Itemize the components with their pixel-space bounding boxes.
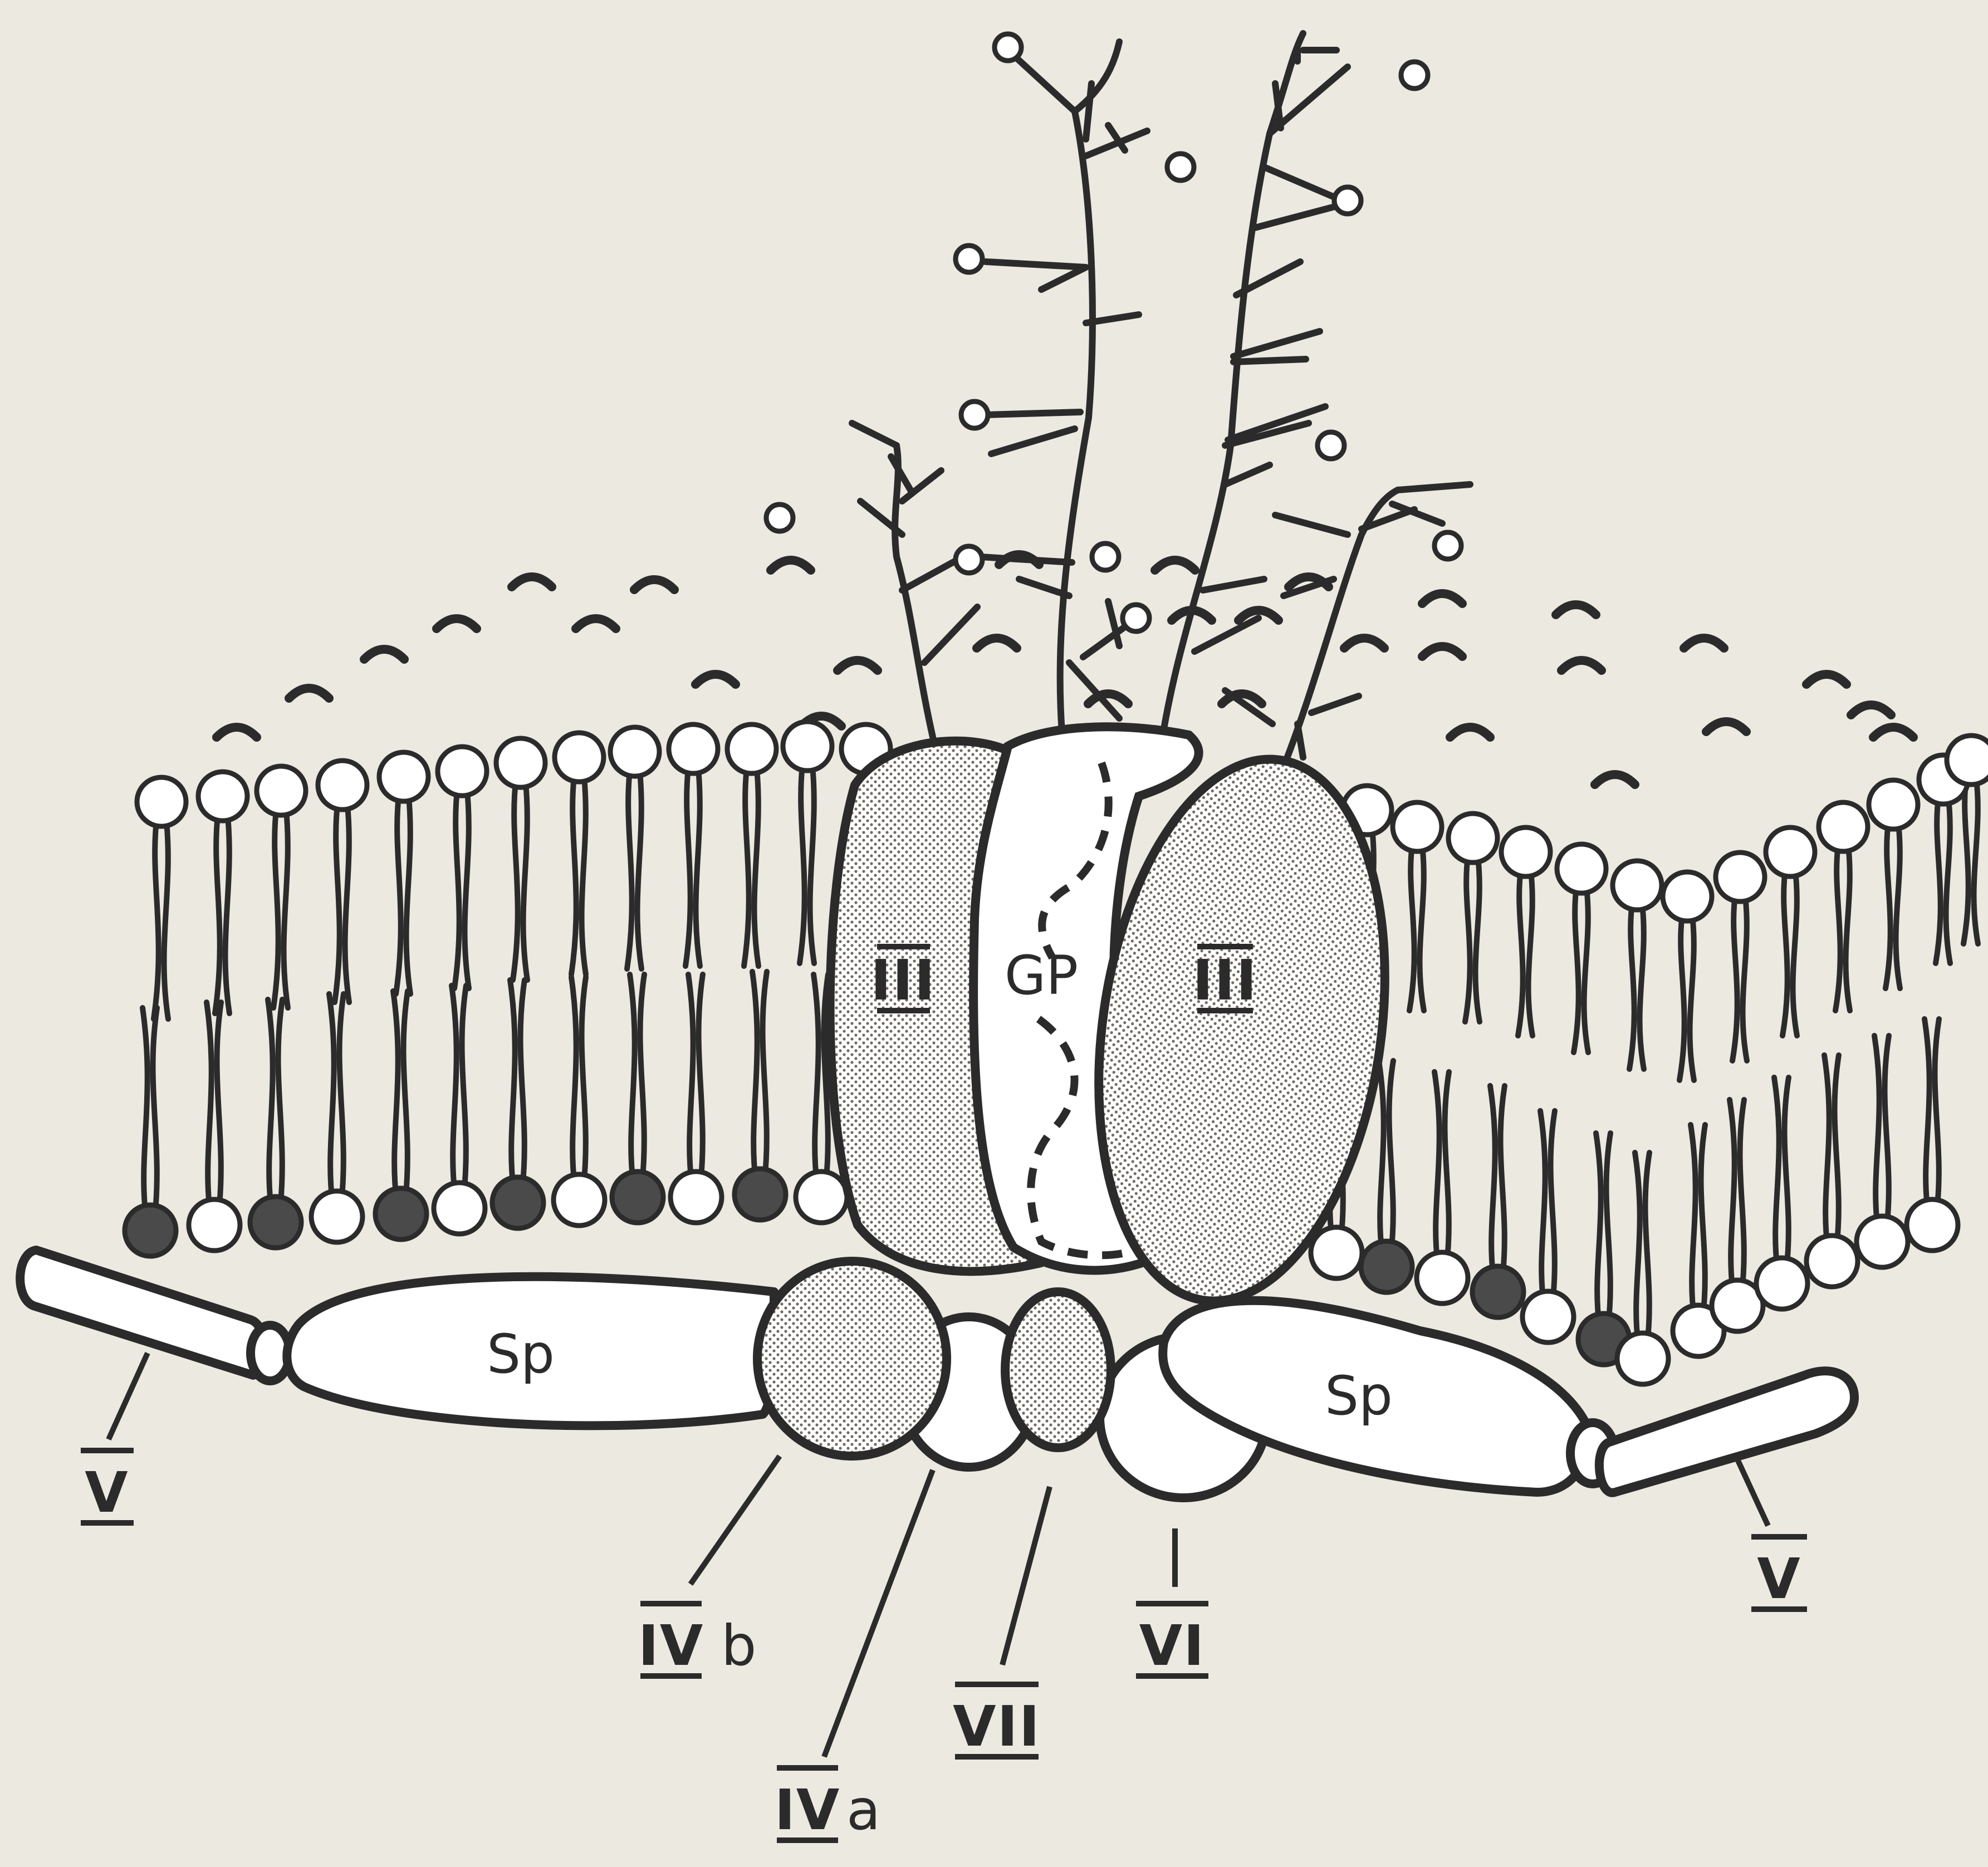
lipid-head-inner-dark: [612, 1172, 663, 1223]
label-band3-right: III: [1192, 948, 1258, 1013]
sialic-acid-terminal: [1167, 154, 1194, 180]
lipid-head-inner: [1417, 1252, 1468, 1304]
band7: [1005, 1292, 1111, 1448]
lipid-head-outer: [727, 724, 776, 773]
sialic-acid-terminal: [766, 504, 793, 531]
lipid-head-inner: [311, 1191, 363, 1242]
lipid-head-outer: [1819, 802, 1868, 851]
label-band6: VI: [1139, 1613, 1206, 1678]
lipid-head-inner: [796, 1172, 847, 1223]
label-glycophorin: GP: [1005, 944, 1078, 1007]
lipid-head-inner-dark: [375, 1188, 427, 1239]
lipid-head-outer: [555, 733, 604, 782]
label-band4-1a-suffix: a: [846, 1777, 880, 1843]
sialic-acid-terminal: [995, 34, 1021, 61]
lipid-head-inner: [1311, 1227, 1362, 1278]
label-band5-right: V: [1757, 1546, 1801, 1611]
label-band4-1b: IV: [638, 1613, 704, 1678]
lipid-head-inner: [1756, 1258, 1808, 1309]
lipid-head-outer: [1663, 872, 1712, 921]
sialic-acid-terminal: [1334, 187, 1361, 214]
label-spectrin-right: Sp: [1325, 1365, 1393, 1427]
lipid-head-outer: [438, 747, 487, 796]
lipid-head-outer: [1448, 814, 1497, 863]
lipid-head-inner: [1806, 1236, 1858, 1287]
lipid-head-inner: [1617, 1333, 1668, 1384]
lipid-head-inner: [554, 1174, 605, 1226]
band4-1b: [757, 1261, 947, 1456]
sialic-acid-terminal: [1123, 605, 1149, 631]
lipid-head-inner: [434, 1183, 485, 1234]
sialic-acid-terminal: [1092, 543, 1119, 570]
lipid-head-outer: [1613, 861, 1662, 910]
lipid-head-inner-dark: [492, 1177, 543, 1228]
sialic-acid-terminal: [1434, 532, 1461, 559]
lipid-head-inner-dark: [1472, 1266, 1524, 1317]
label-band7: VII: [953, 1694, 1041, 1759]
lipid-head-outer: [379, 752, 428, 801]
lipid-head-outer: [496, 738, 545, 787]
lipid-head-inner-dark: [250, 1197, 301, 1248]
lipid-head-outer: [1393, 802, 1442, 851]
sialic-acid-terminal: [961, 401, 988, 428]
lipid-head-outer: [1766, 827, 1815, 876]
lipid-head-inner-dark: [125, 1205, 176, 1256]
lipid-head-inner: [670, 1172, 722, 1223]
label-band5-left: V: [85, 1460, 129, 1525]
lipid-head-inner: [189, 1199, 240, 1251]
lipid-head-outer: [137, 777, 186, 826]
lipid-head-inner: [1857, 1216, 1908, 1267]
lipid-head-outer: [783, 722, 832, 771]
lipid-head-outer: [669, 724, 718, 773]
label-band3-left: III: [870, 948, 936, 1013]
lipid-head-outer: [1947, 736, 1988, 785]
lipid-head-outer: [1557, 844, 1606, 893]
lipid-head-inner-dark: [735, 1169, 786, 1220]
lipid-head-outer: [610, 727, 659, 776]
sialic-acid-terminal: [1401, 62, 1428, 89]
sialic-acid-terminal: [1318, 432, 1344, 459]
sialic-acid-terminal: [956, 246, 982, 272]
lipid-head-inner: [1522, 1291, 1574, 1342]
lipid-head-outer: [1869, 780, 1918, 829]
lipid-head-outer: [1716, 852, 1765, 901]
label-spectrin-left: Sp: [487, 1323, 555, 1385]
lipid-head-outer: [198, 772, 247, 821]
lipid-head-outer: [1501, 827, 1550, 876]
sialic-acid-terminal: [956, 546, 982, 573]
lipid-head-inner: [1907, 1199, 1958, 1251]
label-band4-1a: IV: [775, 1777, 841, 1843]
lipid-head-outer: [257, 766, 306, 815]
lipid-head-outer: [318, 761, 367, 810]
lipid-head-inner-dark: [1361, 1241, 1412, 1292]
label-band4-1b-suffix: b: [721, 1613, 756, 1678]
